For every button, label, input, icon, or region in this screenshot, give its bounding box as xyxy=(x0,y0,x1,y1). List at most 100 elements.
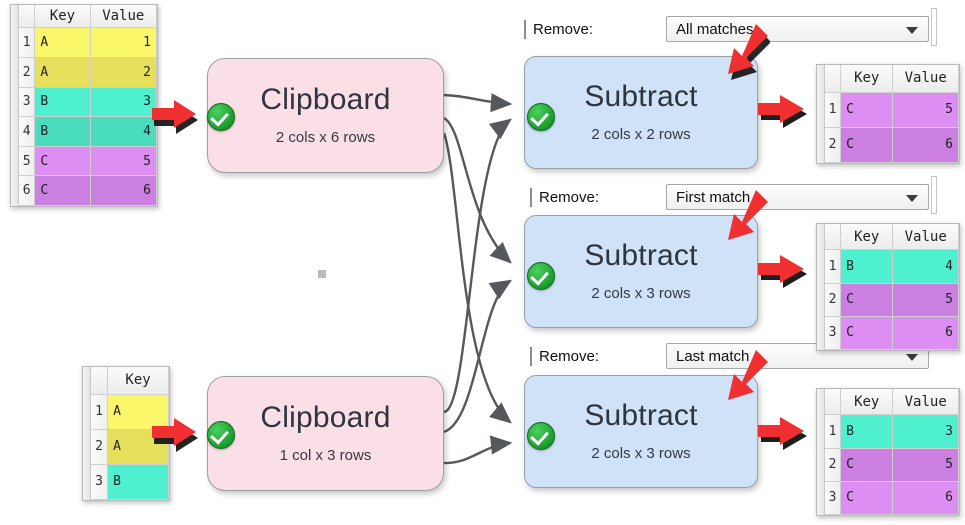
chevron-down-icon[interactable] xyxy=(906,354,918,361)
corner-cell xyxy=(91,367,109,395)
cell-key[interactable]: C xyxy=(34,175,91,206)
table-row[interactable]: 2 C 5 xyxy=(825,448,959,482)
column-header-value[interactable]: Value xyxy=(892,389,959,416)
row-number: 4 xyxy=(19,116,36,147)
scroll-edge-1[interactable] xyxy=(931,8,937,46)
column-header-value[interactable]: Value xyxy=(892,65,959,93)
remove-label: Remove: xyxy=(530,188,599,207)
cell-key[interactable]: A xyxy=(107,394,169,430)
cell-key[interactable]: C xyxy=(840,127,894,164)
arrow-down-icon-remove-3 xyxy=(728,350,768,400)
cell-value[interactable]: 6 xyxy=(90,175,158,206)
node-clipboard-2[interactable]: Clipboard 1 col x 3 rows xyxy=(207,376,444,491)
cell-value[interactable]: 5 xyxy=(90,146,158,177)
output-table-2[interactable]: Key Value 1 B 4 2 C 5 3 C 6 xyxy=(816,223,960,351)
node-clipboard-1[interactable]: Clipboard 2 cols x 6 rows xyxy=(207,58,444,173)
cell-value[interactable]: 4 xyxy=(90,116,158,147)
table-gutter xyxy=(11,5,19,206)
column-header-key[interactable]: Key xyxy=(840,224,894,251)
row-number: 2 xyxy=(825,448,842,482)
cell-key[interactable]: B xyxy=(840,249,894,284)
table-row[interactable]: 2 A 2 xyxy=(19,57,158,88)
cell-value[interactable]: 4 xyxy=(892,249,959,284)
cell-value[interactable]: 1 xyxy=(90,27,158,59)
cell-value[interactable]: 2 xyxy=(90,57,158,88)
remove-dropdown-1[interactable]: All matches xyxy=(666,16,929,42)
cell-value[interactable]: 5 xyxy=(892,283,959,317)
cell-key[interactable]: C xyxy=(840,448,894,482)
cell-key[interactable]: C xyxy=(840,316,894,351)
table-row[interactable]: 5 C 5 xyxy=(19,146,158,177)
status-ok-icon-clipboard-1 xyxy=(207,103,235,131)
node-title: Clipboard xyxy=(260,83,391,116)
table-row[interactable]: 3 B xyxy=(91,464,169,501)
cell-value[interactable]: 5 xyxy=(892,92,959,128)
table-row[interactable]: 3 C 6 xyxy=(825,316,959,351)
table-row[interactable]: 1 B 4 xyxy=(825,249,959,284)
status-ok-icon-subtract-2 xyxy=(527,262,555,290)
column-header-key[interactable]: Key xyxy=(840,389,894,416)
table-header-row: Key Value xyxy=(825,65,959,93)
arrow-right-icon-output-3 xyxy=(758,417,807,450)
table-row[interactable]: 2 C 6 xyxy=(825,127,959,164)
cell-value[interactable]: 6 xyxy=(892,481,959,516)
table-row[interactable]: 1 A 1 xyxy=(19,27,158,59)
cell-key[interactable]: C xyxy=(840,283,894,317)
data-grid: Key Value 1 C 5 2 C 6 xyxy=(825,65,959,164)
table-row[interactable]: 1 A xyxy=(91,394,169,430)
cell-value[interactable]: 3 xyxy=(90,87,158,118)
table-row[interactable]: 3 B 3 xyxy=(19,87,158,118)
cell-key[interactable]: A xyxy=(34,27,91,59)
table-gutter xyxy=(817,389,825,515)
cell-key[interactable]: B xyxy=(34,116,91,147)
column-header-value[interactable]: Value xyxy=(892,224,959,251)
node-subtract-1[interactable]: Subtract 2 cols x 2 rows xyxy=(524,56,758,169)
row-number: 3 xyxy=(91,464,109,501)
row-number: 2 xyxy=(19,57,36,88)
table-header-row: Key Value xyxy=(19,5,158,29)
table-row[interactable]: 1 C 5 xyxy=(825,92,959,128)
cell-key[interactable]: A xyxy=(34,57,91,88)
remove-dropdown-2[interactable]: First match xyxy=(666,184,929,210)
cell-value[interactable]: 3 xyxy=(892,414,959,449)
row-number: 2 xyxy=(825,127,842,164)
cell-key[interactable]: C xyxy=(34,146,91,177)
row-number: 2 xyxy=(825,283,842,317)
column-header-key[interactable]: Key xyxy=(34,5,91,29)
scroll-edge-2[interactable] xyxy=(931,176,937,214)
node-title: Subtract xyxy=(584,80,698,113)
cell-key[interactable]: B xyxy=(107,464,169,501)
cell-key[interactable]: B xyxy=(34,87,91,118)
node-title: Subtract xyxy=(584,239,698,272)
corner-cell xyxy=(825,224,842,251)
output-table-1[interactable]: Key Value 1 C 5 2 C 6 xyxy=(816,64,960,164)
row-number: 1 xyxy=(825,414,842,449)
table-row[interactable]: 1 B 3 xyxy=(825,414,959,449)
column-header-value[interactable]: Value xyxy=(90,5,158,29)
output-table-3[interactable]: Key Value 1 B 3 2 C 5 3 C 6 xyxy=(816,388,960,516)
cell-key[interactable]: C xyxy=(840,92,894,128)
column-header-key[interactable]: Key xyxy=(107,367,169,395)
chevron-down-icon[interactable] xyxy=(906,27,918,34)
cell-value[interactable]: 5 xyxy=(892,448,959,482)
table-row[interactable]: 3 C 6 xyxy=(825,481,959,516)
cell-key[interactable]: B xyxy=(840,414,894,449)
remove-dropdown-value: Last match xyxy=(676,347,750,365)
node-subtract-3[interactable]: Subtract 2 cols x 3 rows xyxy=(524,375,758,488)
table-row[interactable]: 2 C 5 xyxy=(825,283,959,317)
arrow-right-icon-output-1 xyxy=(758,95,807,128)
cell-key[interactable]: C xyxy=(840,481,894,516)
node-subtract-2[interactable]: Subtract 2 cols x 3 rows xyxy=(524,215,758,328)
row-number: 1 xyxy=(825,249,842,284)
row-number: 6 xyxy=(19,175,36,206)
cell-value[interactable]: 6 xyxy=(892,316,959,351)
table-row[interactable]: 6 C 6 xyxy=(19,175,158,206)
cell-value[interactable]: 6 xyxy=(892,127,959,164)
column-header-key[interactable]: Key xyxy=(840,65,894,93)
table-row[interactable]: 4 B 4 xyxy=(19,116,158,147)
chevron-down-icon[interactable] xyxy=(906,195,918,202)
remove-control-1: Remove: xyxy=(524,20,593,39)
input-table-1[interactable]: Key Value 1 A 1 2 A 2 3 B 3 4 B 4 xyxy=(10,4,158,207)
node-subtitle: 2 cols x 3 rows xyxy=(591,445,691,462)
